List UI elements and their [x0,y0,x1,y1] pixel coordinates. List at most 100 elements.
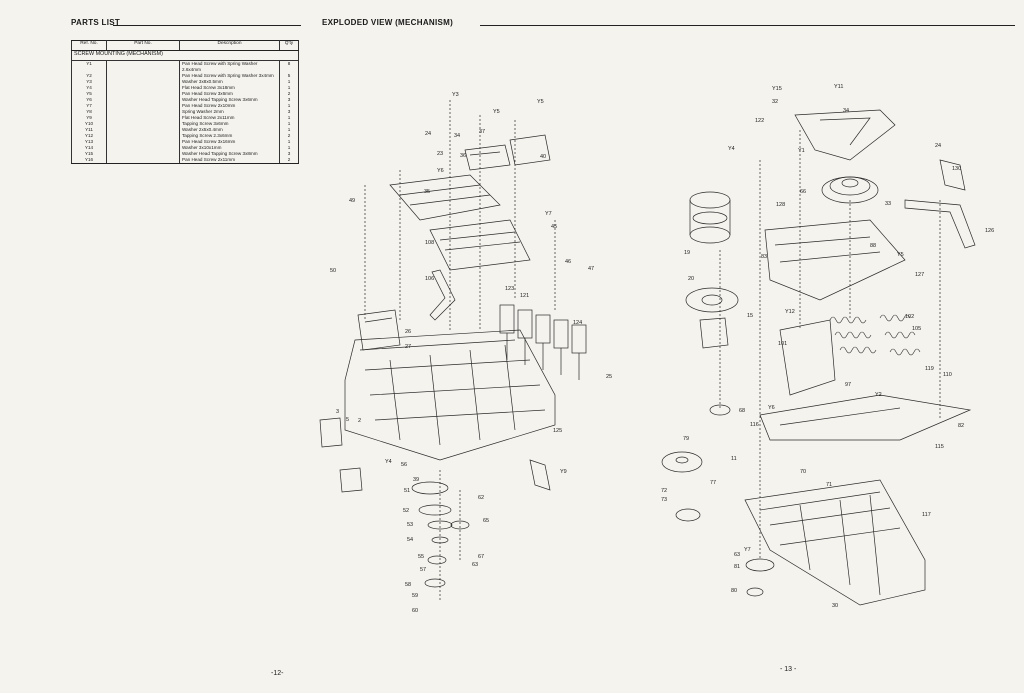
callout-r-127: 127 [915,272,924,278]
callout-36: 36 [460,153,466,159]
callout-y5: Y5 [493,109,500,115]
callout-r-34: 34 [843,108,849,114]
callout-r-79: 79 [683,436,689,442]
callout-r-88: 88 [870,243,876,249]
callout-39: 39 [413,477,419,483]
callout-45: 45 [551,224,557,230]
callout-r-y2: Y2 [875,392,882,398]
callout-49: 49 [349,198,355,204]
callout-2: 2 [358,418,361,424]
capstan-drum [689,191,731,244]
qty-cell: 2 [279,133,299,139]
callout-r-70: 70 [800,469,806,475]
callout-r-15: 15 [747,313,753,319]
callout-r-83: 83 [761,254,767,260]
callout-r-24: 24 [935,143,941,149]
callout-53: 53 [407,522,413,528]
callout-r-110: 110 [943,372,952,378]
callout-27: 27 [405,344,411,350]
callout-r-y11: Y11 [834,84,843,90]
callout-r-y5: Y5 [897,252,904,258]
callout-r-68: 68 [739,408,745,414]
callout-5: 5 [346,417,349,423]
page-number-left: -12- [271,670,284,677]
callout-r-130: 130 [952,166,961,172]
callout-25: 25 [606,374,612,380]
callout-26: 26 [405,329,411,335]
qty-cell: 1 [279,127,299,133]
callout-124: 124 [573,320,582,326]
callout-67: 67 [478,554,484,560]
qty-cell: 2 [279,91,299,97]
qty-cell: 8 [279,60,299,73]
callout-52: 52 [403,508,409,514]
callout-56: 56 [401,462,407,468]
left-main-chassis [344,329,556,461]
callout-r-81: 81 [734,564,740,570]
callout-47: 47 [588,266,594,272]
callout-r-115: 115 [935,444,944,450]
callout-57: 57 [420,567,426,573]
right-bottom-chassis [744,479,926,606]
callout-125: 125 [553,428,562,434]
springs [829,314,921,356]
callout-23: 23 [437,151,443,157]
callout-r-117: 117 [922,512,931,518]
callout-40: 40 [540,154,546,160]
callout-62: 62 [478,495,484,501]
callout-y9: Y9 [560,469,567,475]
right-top-plate [794,109,896,161]
callout-r-66: 66 [800,189,806,195]
callout-106: 106 [425,276,434,282]
callout-r-105: 105 [912,326,921,332]
callout-37: 37 [479,129,485,135]
callout-60: 60 [412,608,418,614]
callout-y3: Y3 [452,92,459,98]
callout-r-126: 126 [985,228,994,234]
callout-y5b: Y5 [537,99,544,105]
qty-cell: 2 [279,157,299,164]
callout-r-33: 33 [885,201,891,207]
callout-24: 24 [425,131,431,137]
qty-cell: 1 [279,85,299,91]
callout-y6: Y6 [437,168,444,174]
callout-50: 50 [330,268,336,274]
right-mid-frame [764,219,906,301]
callout-46: 46 [565,259,571,265]
qty-cell: 3 [279,109,299,115]
callout-r-128: 128 [776,202,785,208]
left-key-pads [499,304,587,380]
qty-cell: 5 [279,73,299,79]
flywheel [821,176,879,204]
callout-r-20: 20 [688,276,694,282]
callout-r-y15: Y15 [772,86,782,92]
page-number-right: - 13 - [780,666,797,673]
callout-r-30: 30 [832,603,838,609]
callout-121: 121 [520,293,529,299]
callout-r-102: 102 [905,314,914,320]
callout-54: 54 [407,537,413,543]
qty-cell: 3 [279,97,299,103]
qty-cell: 1 [279,115,299,121]
callout-r-80: 80 [731,588,737,594]
callout-r-11: 11 [731,456,737,462]
callout-y4: Y4 [385,459,392,465]
callout-55: 55 [418,554,424,560]
callout-58: 58 [405,582,411,588]
callout-123: 123 [505,286,514,292]
callout-r-y7: Y7 [744,547,751,553]
callout-r-19: 19 [684,250,690,256]
callout-r-y12: Y12 [785,309,795,315]
